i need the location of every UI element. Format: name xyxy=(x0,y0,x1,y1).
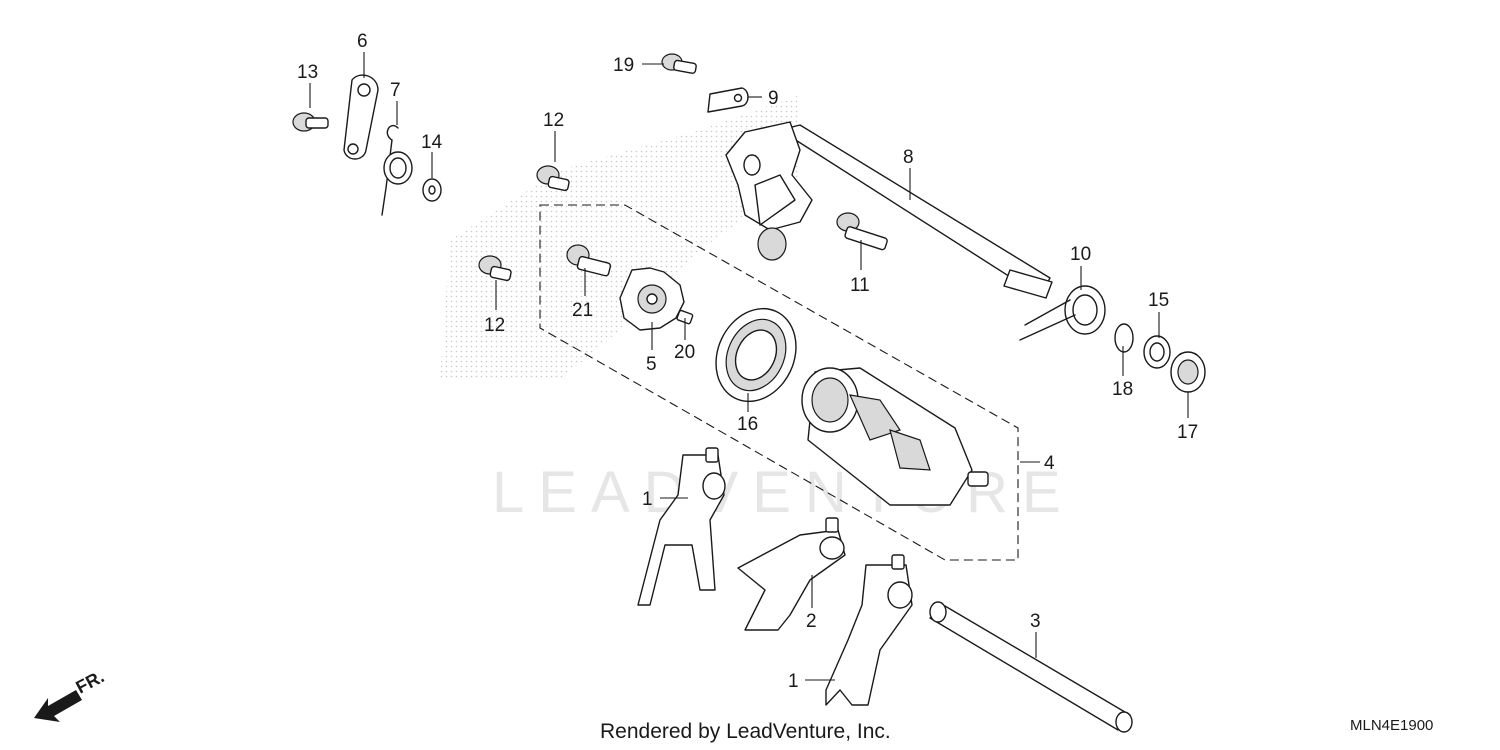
bolt-12-lower[interactable] xyxy=(478,255,512,282)
assembly-box-4 xyxy=(539,204,1019,561)
shift-fork-1-right[interactable] xyxy=(825,554,913,706)
stopper-arm-6[interactable] xyxy=(343,74,379,160)
callout-20: 20 xyxy=(674,342,695,363)
bolt-19[interactable] xyxy=(661,53,697,74)
callout-17: 17 xyxy=(1177,422,1198,443)
callout-15: 15 xyxy=(1148,290,1169,311)
oil-seal-17[interactable] xyxy=(1170,351,1206,393)
bolt-13[interactable] xyxy=(292,112,329,132)
fork-shaft-3[interactable] xyxy=(929,601,1133,733)
bolt-12-upper[interactable] xyxy=(536,165,570,192)
front-direction-indicator: FR. xyxy=(34,666,107,722)
callout-13: 13 xyxy=(297,62,318,83)
callout-9: 9 xyxy=(768,88,779,109)
circlip-18[interactable] xyxy=(1114,323,1134,353)
shift-drum-4[interactable] xyxy=(801,367,989,506)
diagram-code: MLN4E1900 xyxy=(1350,717,1433,734)
callout-3: 3 xyxy=(1030,611,1041,632)
return-spring-10[interactable] xyxy=(1019,285,1106,341)
callout-5: 5 xyxy=(646,354,657,375)
shift-fork-2[interactable] xyxy=(737,517,846,631)
spring-7[interactable] xyxy=(381,124,413,216)
watermark-dot-field xyxy=(440,95,800,380)
direction-label: FR. xyxy=(72,666,107,697)
shift-fork-1-left[interactable] xyxy=(637,447,726,606)
callout-1-right: 1 xyxy=(788,671,799,692)
callout-14: 14 xyxy=(421,132,443,153)
callout-6: 6 xyxy=(357,31,368,52)
pin-bolt-11[interactable] xyxy=(836,212,888,251)
callout-12-upper: 12 xyxy=(543,110,564,131)
callout-1-left: 1 xyxy=(642,489,653,510)
callout-4: 4 xyxy=(1044,453,1055,474)
callouts: 13 6 7 14 19 9 8 11 12 12 21 5 20 16 4 1… xyxy=(297,31,1198,692)
watermark-text: LEADVENTURE xyxy=(492,460,1075,525)
callout-8: 8 xyxy=(903,147,914,168)
plate-9[interactable] xyxy=(707,87,749,113)
callout-21: 21 xyxy=(572,300,593,321)
callout-2: 2 xyxy=(806,611,817,632)
callout-7: 7 xyxy=(390,80,401,101)
bearing-16[interactable] xyxy=(701,295,810,414)
washer-15[interactable] xyxy=(1143,335,1171,369)
render-credit: Rendered by LeadVenture, Inc. xyxy=(600,720,891,743)
callout-10: 10 xyxy=(1070,244,1091,265)
callout-18: 18 xyxy=(1112,379,1133,400)
arrow-left-down-icon xyxy=(34,690,82,722)
callout-19: 19 xyxy=(613,55,634,76)
callout-12-lower: 12 xyxy=(484,315,505,336)
dowel-pin-20[interactable] xyxy=(676,309,694,325)
bolt-21[interactable] xyxy=(566,244,612,277)
leader-lines xyxy=(309,52,1189,681)
washer-14[interactable] xyxy=(422,178,442,202)
shift-shaft-8[interactable] xyxy=(725,121,1053,299)
callout-16: 16 xyxy=(737,414,758,435)
callout-11: 11 xyxy=(850,275,870,296)
star-plate-5[interactable] xyxy=(619,267,685,331)
